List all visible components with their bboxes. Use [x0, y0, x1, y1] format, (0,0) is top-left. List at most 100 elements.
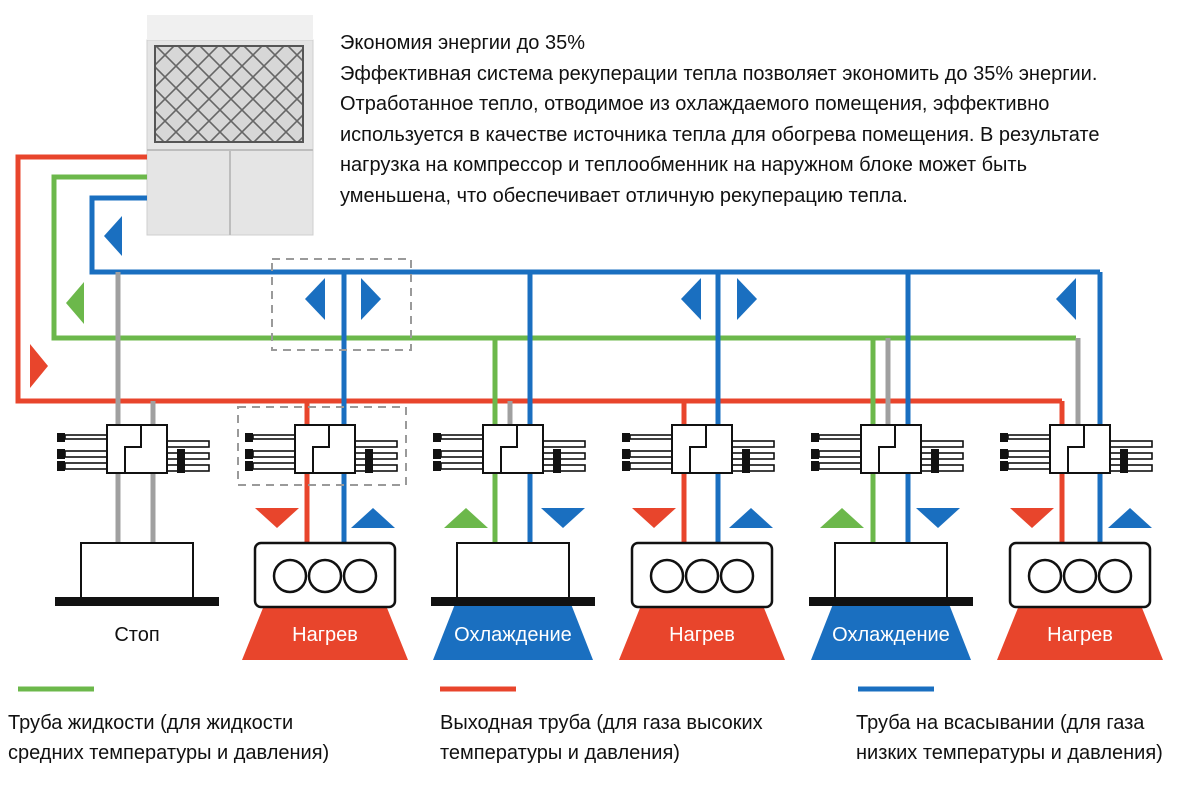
switch-box-divider [312, 425, 330, 473]
flow-arrow-down [1010, 508, 1054, 528]
outdoor-unit-top [147, 15, 313, 40]
legend-line: температуры и давления) [440, 742, 680, 764]
indoor-unit-body [80, 542, 194, 600]
discharge-main-pipe [15, 154, 1062, 404]
outdoor-unit [146, 15, 314, 236]
connector-cap [365, 449, 373, 461]
switch-box-body [671, 424, 733, 474]
description-line: нагрузка на компрессор и теплообменник н… [340, 154, 1028, 177]
connector-pipe [64, 462, 108, 470]
highlight-frame-switch-box [237, 406, 407, 486]
connector-cap [365, 461, 373, 473]
connector-cap [245, 461, 253, 471]
connector-pipe [731, 440, 775, 448]
switch-box-body [860, 424, 922, 474]
connector-cap [1000, 449, 1008, 459]
flow-arrow-up [820, 508, 864, 528]
fan-circle-icon [307, 558, 343, 594]
suction-flow-arrow [361, 278, 381, 320]
switch-box-divider [500, 425, 518, 473]
indoor-unit-1: Стоп [55, 542, 219, 646]
connector-pipe [1007, 434, 1051, 440]
fan-circle-icon [1097, 558, 1133, 594]
connector-cap [622, 449, 630, 459]
connector-cap [57, 433, 65, 442]
fan-circle-icon [649, 558, 685, 594]
flow-arrow-down [541, 508, 585, 528]
connector-pipe [64, 450, 108, 458]
indoor-unit-body [456, 542, 570, 600]
connector-pipe [252, 450, 296, 458]
mode-label: Нагрев [669, 624, 735, 646]
connector-pipe [166, 464, 210, 472]
switch-box-body [1049, 424, 1111, 474]
connector-pipe [440, 462, 484, 470]
connector-cap [1120, 461, 1128, 473]
switch-box [57, 424, 210, 474]
connector-cap [433, 461, 441, 471]
description-line: Эффективная система рекуперации тепла по… [340, 62, 1098, 85]
connector-pipe [542, 452, 586, 460]
indoor-unit-4: Нагрев [619, 541, 785, 660]
fan-circle-icon [684, 558, 720, 594]
connector-cap [245, 433, 253, 442]
indoor-unit-panel [809, 597, 973, 606]
legend-line: Труба жидкости (для жидкости [8, 712, 294, 734]
description-line: Отработанное тепло, отводимое из охлажда… [340, 93, 1050, 116]
indoor-unit-2: Нагрев [242, 541, 408, 660]
switch-box [622, 424, 775, 474]
connector-cap [433, 449, 441, 459]
indoor-unit-panel [55, 597, 219, 606]
switch-box-body [482, 424, 544, 474]
connector-cap [622, 461, 630, 471]
description-line: используется в качестве источника тепла … [340, 123, 1100, 146]
discharge-flow-arrow [30, 344, 48, 388]
flow-arrow-up [444, 508, 488, 528]
flow-arrows [30, 216, 1152, 528]
indoor-unit-3: Охлаждение [431, 542, 595, 660]
pipe-network [15, 154, 1103, 543]
suction-main-pipe [89, 195, 1100, 275]
connector-cap [1120, 449, 1128, 461]
description: Экономия энергии до 35% Эффективная сист… [340, 28, 1190, 212]
connector-cap [811, 433, 819, 442]
suction-flow-arrow [104, 216, 122, 256]
liquid-flow-arrow [66, 282, 84, 324]
connector-cap [742, 449, 750, 461]
legend-line: средних температуры и давления) [8, 742, 330, 764]
legend-discharge-text: Выходная труба (для газа высоких темпера… [440, 708, 763, 768]
description-line: уменьшена, что обеспечивает отличную рек… [340, 184, 908, 207]
indoor-unit-5: Охлаждение [809, 542, 973, 660]
switch-box-divider [1067, 425, 1085, 473]
connector-pipe [920, 464, 964, 472]
fan-circle-icon [1027, 558, 1063, 594]
connector-pipe [1007, 450, 1051, 458]
flow-arrow-up [351, 508, 395, 528]
switch-box-divider [689, 425, 707, 473]
connector-cap [622, 433, 630, 442]
connector-cap [1000, 461, 1008, 471]
indoor-unit-6: Нагрев [997, 541, 1163, 660]
switch-box [433, 424, 586, 474]
connector-pipe [818, 434, 862, 440]
connector-pipe [731, 464, 775, 472]
connector-cap [57, 461, 65, 471]
description-title: Экономия энергии до 35% [340, 32, 586, 54]
heating-airflow [242, 598, 408, 660]
suction-flow-arrow [737, 278, 757, 320]
switch-boxes [57, 424, 1153, 474]
mode-label: Охлаждение [454, 624, 572, 646]
connector-pipe [166, 452, 210, 460]
connector-cap [177, 461, 185, 473]
suction-flow-arrow [305, 278, 325, 320]
switch-box-body [294, 424, 356, 474]
connector-pipe [629, 434, 673, 440]
flow-arrow-up [729, 508, 773, 528]
fan-circle-icon [719, 558, 755, 594]
legend-line: Труба на всасывании (для газа [856, 712, 1145, 734]
legend-line: низких температуры и давления) [856, 742, 1163, 764]
connector-cap [742, 461, 750, 473]
connector-pipe [629, 450, 673, 458]
